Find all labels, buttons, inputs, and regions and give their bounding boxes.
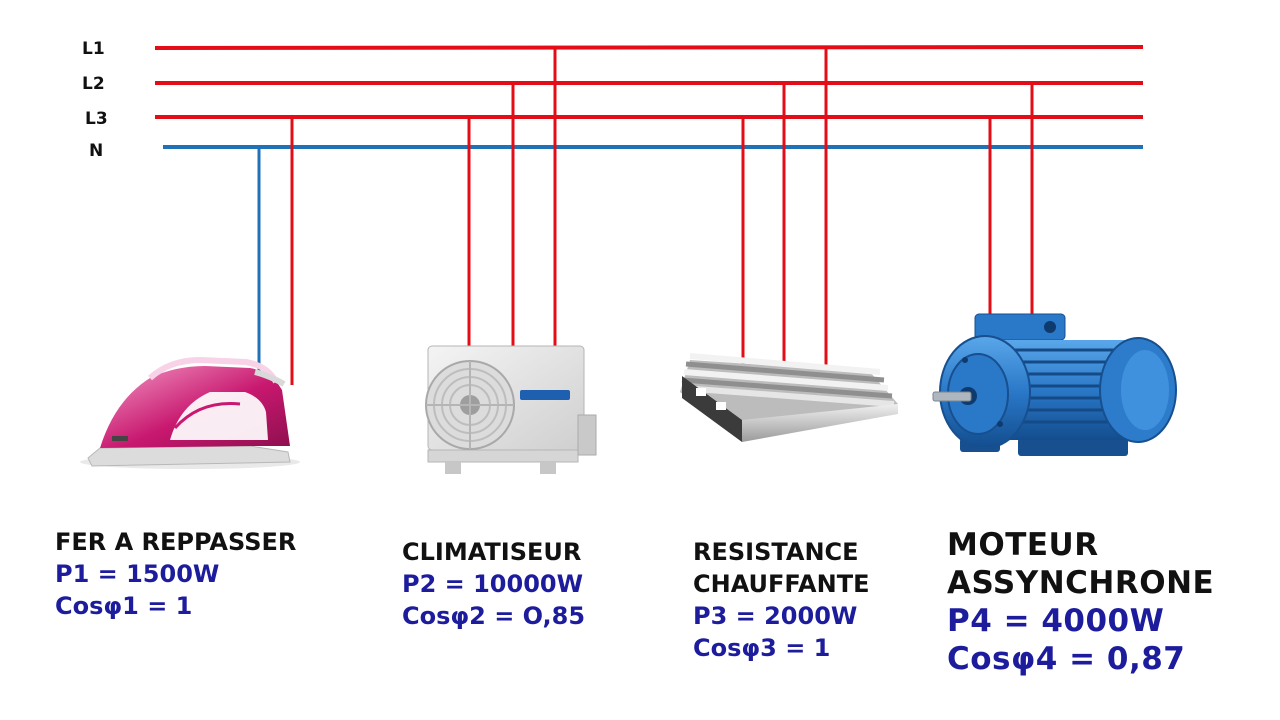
device-cosphi: Cosφ2 = O,85: [402, 602, 586, 630]
device-title: CLIMATISEUR: [402, 538, 582, 566]
caption-heating-resistor: RESISTANCE CHAUFFANTE P3 = 2000W Cosφ3 =…: [693, 536, 869, 664]
device-power: P3 = 2000W: [693, 602, 858, 630]
device-cosphi: Cosφ3 = 1: [693, 634, 831, 662]
motor-icon: [932, 313, 1177, 456]
device-cosphi: Cosφ4 = 0,87: [947, 641, 1186, 677]
device-power: P1 = 1500W: [55, 560, 220, 588]
device-cosphi: Cosφ1 = 1: [55, 592, 193, 620]
air-conditioner-icon: [425, 345, 597, 474]
device-power: P2 = 10000W: [402, 570, 584, 598]
heating-resistor-icon: [680, 353, 898, 442]
caption-iron: FER A REPPASSER P1 = 1500W Cosφ1 = 1: [55, 526, 296, 622]
device-title-line1: MOTEUR: [947, 527, 1099, 563]
line-label-l3: L3: [85, 109, 108, 129]
line-label-l1: L1: [82, 39, 105, 59]
device-title-line1: RESISTANCE: [693, 538, 859, 566]
line-label-l2: L2: [82, 74, 105, 94]
iron-icon: [80, 356, 300, 469]
caption-motor: MOTEUR ASSYNCHRONE P4 = 4000W Cosφ4 = 0,…: [947, 526, 1214, 678]
device-title-line2: CHAUFFANTE: [693, 570, 870, 598]
device-title-line2: ASSYNCHRONE: [947, 565, 1215, 601]
device-title: FER A REPPASSER: [55, 528, 297, 556]
line-label-n: N: [89, 141, 104, 161]
caption-air-conditioner: CLIMATISEUR P2 = 10000W Cosφ2 = O,85: [402, 536, 585, 632]
device-power: P4 = 4000W: [947, 603, 1165, 639]
bus-line-l1: [154, 45, 1144, 50]
